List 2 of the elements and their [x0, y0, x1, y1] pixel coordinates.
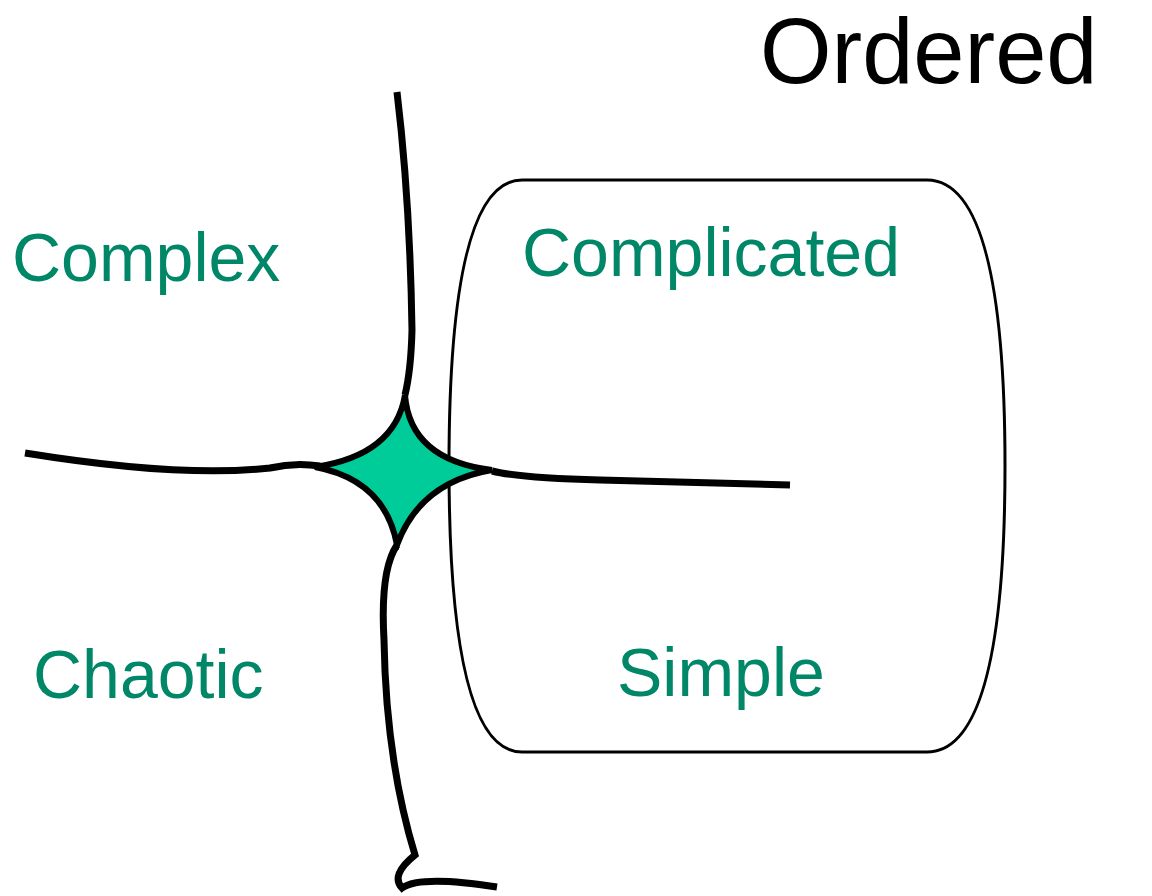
domain-label: Chaotic	[33, 640, 264, 708]
region-heading: Ordered	[760, 5, 1098, 97]
